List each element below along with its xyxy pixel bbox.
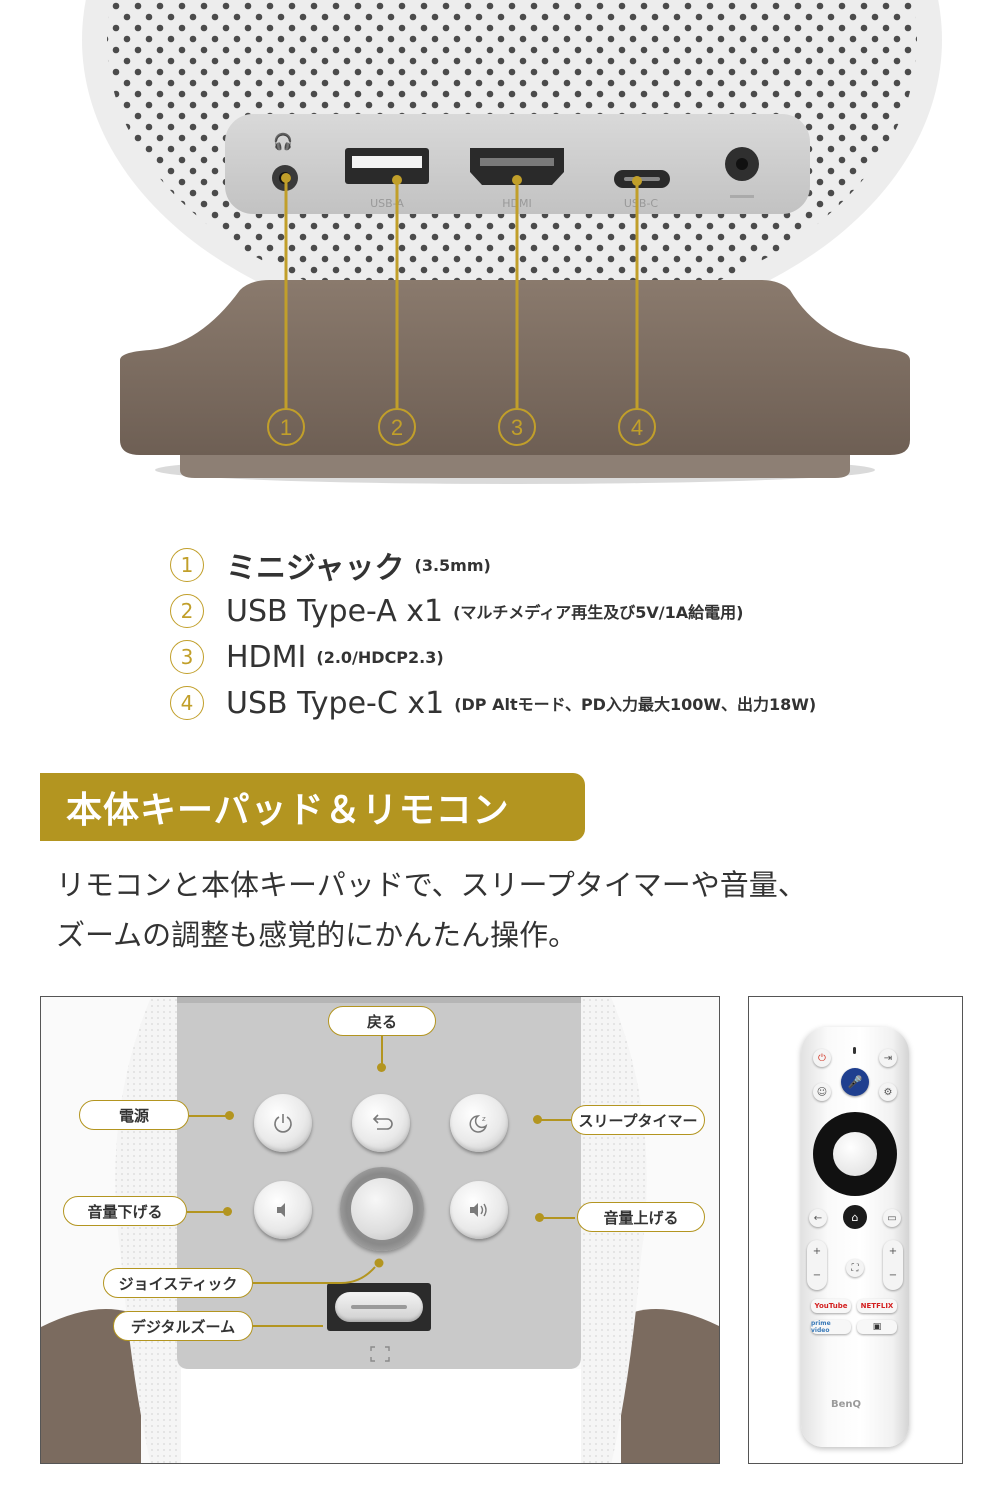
keypad-joystick[interactable] (340, 1167, 424, 1251)
remote-app-button[interactable]: ▣ (857, 1320, 897, 1334)
port-name: ミニジャック (226, 551, 405, 586)
remote-tv-button[interactable]: ▭ (883, 1209, 901, 1227)
keypad-sleep-button[interactable]: z (450, 1094, 508, 1152)
back-leader-line (381, 1031, 383, 1065)
port-item-hdmi: 3 HDMI (2.0/HDCP2.3) (170, 637, 444, 677)
callout-power: 電源 (79, 1100, 189, 1130)
port-note: (3.5mm) (414, 555, 491, 575)
remote-prime-video-button[interactable]: prime video (811, 1320, 851, 1334)
remote-profile-button[interactable]: ☺ (813, 1083, 831, 1101)
remote-volume-rocker[interactable]: +− (883, 1240, 903, 1290)
keypad-power-button[interactable] (254, 1094, 312, 1152)
port-item-usb-c: 4 USB Type-C x1 (DP Altモード、PD入力最大100W、出力… (170, 683, 816, 723)
power-leader-line (189, 1115, 229, 1117)
ports-hero-image: 🎧 USB-A HDMI USB-C (0, 0, 1000, 510)
port-number: 1 (170, 548, 204, 582)
remote-home-button[interactable]: ⌂ (843, 1205, 867, 1229)
remote-brand-logo: BenQ (831, 1399, 862, 1410)
volume-up-icon (470, 1203, 487, 1217)
remote-ok-button[interactable] (833, 1132, 877, 1176)
keypad-volume-up-button[interactable] (450, 1181, 508, 1239)
port-note: (2.0/HDCP2.3) (316, 647, 444, 667)
keypad-zoom-rocker[interactable] (327, 1283, 431, 1331)
power-leader-dot (225, 1111, 234, 1120)
remote-mic-hole (853, 1047, 856, 1054)
callout-volume-down: 音量下げる (63, 1196, 187, 1226)
remote-photo-panel: ⏻ ⇥ ☺ 🎤 ⚙ ← ⌂ ▭ +− ⛶ +− YouTube NETFLIX … (748, 996, 963, 1464)
sleep-moon-icon: z (469, 1115, 488, 1133)
remote-settings-button[interactable]: ⚙ (879, 1083, 897, 1101)
joystick-leader (253, 1258, 384, 1284)
remote-netflix-button[interactable]: NETFLIX (857, 1299, 897, 1313)
keypad-photo-panel: z 戻る 電源 スリープタイマー 音量下げる 音量上 (40, 996, 720, 1464)
callout-digital-zoom: デジタルズーム (113, 1311, 253, 1341)
remote-control: ⏻ ⇥ ☺ 🎤 ⚙ ← ⌂ ▭ +− ⛶ +− YouTube NETFLIX … (801, 1027, 909, 1447)
svg-text:z: z (482, 1115, 486, 1123)
remote-left-rocker[interactable]: +− (807, 1240, 827, 1290)
section-description-line-2: ズームの調整も感覚的にかんたん操作。 (56, 918, 578, 952)
port-number: 3 (170, 640, 204, 674)
joystick-cap (351, 1178, 413, 1240)
hero-number-3: 3 (511, 415, 523, 440)
usbc-port-label: USB-C (624, 197, 659, 210)
remote-input-button[interactable]: ⇥ (879, 1049, 897, 1067)
remote-power-button[interactable]: ⏻ (813, 1049, 831, 1067)
back-arrow-icon (372, 1114, 393, 1130)
port-item-minijack: 1 ミニジャック (3.5mm) (170, 545, 491, 586)
port-name: USB Type-A x1 (226, 593, 444, 629)
section-description-line-1: リモコンと本体キーパッドで、スリープタイマーや音量、 (56, 868, 807, 902)
volume-down-icon (277, 1203, 285, 1217)
port-number: 2 (170, 594, 204, 628)
keypad-volume-down-button[interactable] (254, 1181, 312, 1239)
sleep-leader-line (537, 1119, 571, 1121)
remote-zoom-button[interactable]: ⛶ (846, 1259, 864, 1277)
vol-down-leader-line (187, 1211, 227, 1213)
callout-joystick: ジョイスティック (103, 1268, 253, 1298)
projector-rear-illustration: 🎧 USB-A HDMI USB-C (82, 0, 942, 484)
section-title-banner: 本体キーパッド＆リモコン (40, 773, 585, 841)
callout-back: 戻る (328, 1006, 436, 1036)
usba-port-label: USB-A (370, 197, 404, 210)
vol-down-leader-dot (223, 1207, 232, 1216)
hero-number-1: 1 (280, 415, 292, 440)
callout-sleep-timer: スリープタイマー (571, 1105, 705, 1135)
remote-voice-button[interactable]: 🎤 (841, 1068, 869, 1096)
port-name: HDMI (226, 639, 307, 675)
zoom-leader-line (251, 1325, 323, 1327)
headphone-icon: 🎧 (273, 132, 293, 151)
port-note: (マルチメディア再生及び5V/1A給電用) (453, 603, 744, 622)
back-leader-dot (377, 1063, 386, 1072)
zoom-frame-icon (370, 1346, 390, 1362)
hero-number-2: 2 (391, 415, 403, 440)
port-name: USB Type-C x1 (226, 685, 445, 721)
keypad-back-button[interactable] (352, 1094, 410, 1152)
callout-volume-up: 音量上げる (577, 1202, 705, 1232)
remote-dpad[interactable] (813, 1112, 897, 1196)
section-title: 本体キーパッド＆リモコン (66, 790, 510, 831)
power-icon (274, 1114, 292, 1133)
vol-up-leader-line (539, 1217, 575, 1219)
remote-youtube-button[interactable]: YouTube (811, 1299, 851, 1313)
port-note: (DP Altモード、PD入力最大100W、出力18W) (454, 695, 817, 714)
hero-number-4: 4 (631, 415, 643, 440)
zoom-rocker-switch (335, 1292, 423, 1322)
remote-back-button[interactable]: ← (809, 1209, 827, 1227)
port-item-usb-a: 2 USB Type-A x1 (マルチメディア再生及び5V/1A給電用) (170, 591, 743, 631)
keypad-background (41, 997, 719, 1463)
port-number: 4 (170, 686, 204, 720)
